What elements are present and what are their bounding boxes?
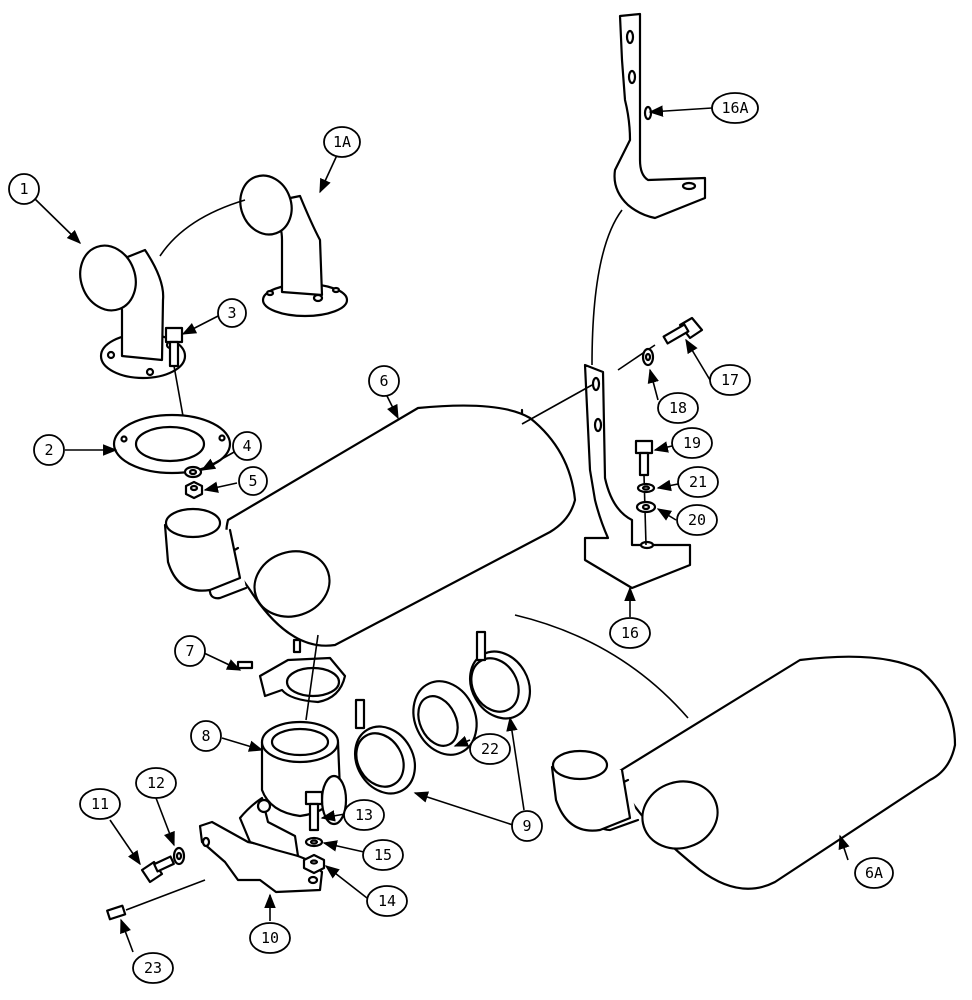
bolt-17 [662, 316, 704, 345]
svg-text:12: 12 [147, 774, 165, 792]
svg-text:6: 6 [379, 372, 388, 390]
leader-lines [33, 105, 850, 953]
bolt-3 [164, 326, 184, 368]
svg-text:8: 8 [201, 727, 210, 745]
callout-15: 15 [362, 839, 404, 871]
alternate-link-curve-1 [159, 199, 246, 257]
callout-22: 22 [469, 733, 511, 765]
svg-text:7: 7 [185, 642, 194, 660]
alternate-link-curve-3 [514, 614, 689, 719]
nut-14 [302, 853, 326, 875]
clamp-9b [468, 630, 532, 720]
svg-text:19: 19 [683, 434, 701, 452]
bracket-16 [583, 363, 692, 590]
bolt-11 [140, 855, 175, 884]
svg-text:3: 3 [227, 304, 236, 322]
muffler-6 [163, 404, 577, 647]
svg-text:14: 14 [378, 892, 396, 910]
gasket-2 [112, 413, 232, 475]
callout-17: 17 [709, 364, 751, 396]
callout-18: 18 [657, 392, 699, 424]
bolt-19 [634, 439, 654, 477]
washer-20 [635, 500, 657, 514]
svg-text:4: 4 [242, 437, 251, 455]
callout-20: 20 [676, 504, 718, 536]
washer-15 [304, 836, 324, 848]
callout-1: 1 [8, 173, 40, 205]
callout-6: 6 [368, 365, 400, 397]
svg-text:17: 17 [721, 371, 739, 389]
svg-text:9: 9 [522, 817, 531, 835]
washer-4 [183, 465, 203, 479]
washer-18 [641, 347, 655, 367]
bracket-16a [613, 12, 707, 220]
callout-3: 3 [217, 298, 247, 328]
exhaust-elbow-1 [79, 244, 187, 380]
callout-14: 14 [366, 885, 408, 917]
callout-1a: 1A [323, 126, 361, 158]
clamp-7 [236, 638, 347, 704]
svg-text:11: 11 [91, 795, 109, 813]
washer-21 [636, 482, 656, 494]
callout-4: 4 [232, 431, 262, 461]
callout-7: 7 [174, 635, 206, 667]
muffler-6a [550, 655, 957, 890]
bolt-13 [304, 790, 324, 832]
adapter-pipe-8 [260, 720, 348, 826]
clamp-axis-line [305, 634, 319, 721]
svg-text:18: 18 [669, 399, 687, 417]
callout-8: 8 [190, 720, 222, 752]
clamp-9a [353, 698, 417, 795]
callout-5: 5 [238, 466, 268, 496]
svg-text:20: 20 [688, 511, 706, 529]
svg-text:22: 22 [481, 740, 499, 758]
svg-text:16A: 16A [721, 99, 748, 117]
svg-text:1: 1 [19, 180, 28, 198]
set-screw-23 [106, 904, 127, 921]
callout-19: 19 [671, 427, 713, 459]
bracket-10 [198, 796, 324, 894]
svg-text:16: 16 [621, 624, 639, 642]
svg-text:1A: 1A [333, 133, 351, 151]
svg-text:21: 21 [689, 473, 707, 491]
svg-text:5: 5 [248, 472, 257, 490]
callout-11: 11 [79, 788, 121, 820]
washer-12 [172, 846, 186, 866]
callout-16a: 16A [711, 92, 759, 124]
callout-12: 12 [135, 767, 177, 799]
callout-6a: 6A [854, 857, 894, 889]
alternate-link-curve-2 [591, 209, 623, 366]
svg-text:10: 10 [261, 929, 279, 947]
callout-10: 10 [249, 922, 291, 954]
svg-text:13: 13 [355, 806, 373, 824]
set-screw-axis [125, 879, 206, 911]
callout-23: 23 [132, 952, 174, 984]
svg-text:2: 2 [44, 441, 53, 459]
exhaust-elbow-1a [239, 174, 349, 318]
svg-text:6A: 6A [865, 864, 883, 882]
svg-text:23: 23 [144, 959, 162, 977]
callout-2: 2 [33, 434, 65, 466]
callout-13: 13 [343, 799, 385, 831]
nut-5 [184, 480, 204, 500]
callout-21: 21 [677, 466, 719, 498]
mount-link-line [521, 384, 593, 425]
svg-text:15: 15 [374, 846, 392, 864]
callout-16: 16 [609, 617, 651, 649]
callout-9: 9 [511, 810, 543, 842]
